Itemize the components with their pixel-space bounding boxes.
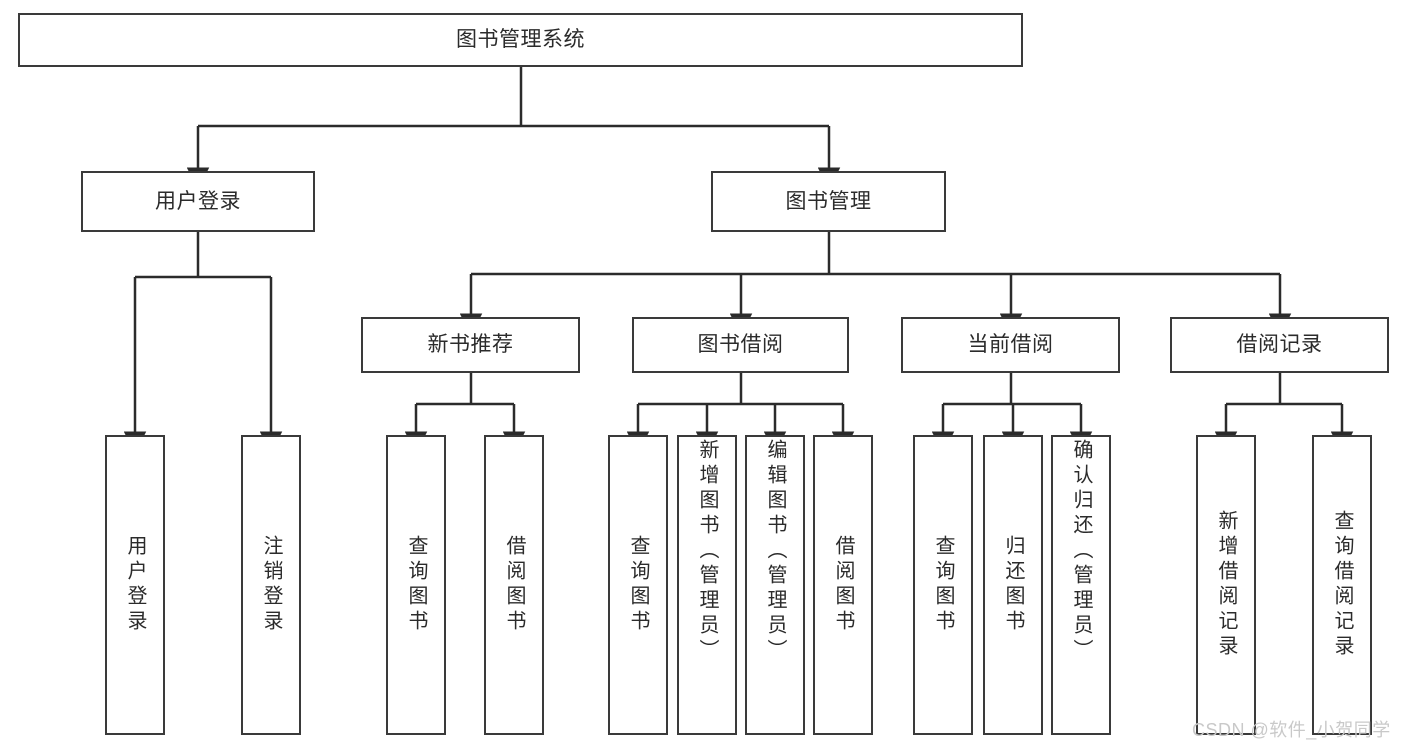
node-root[interactable]: 图书管理系统	[18, 13, 1023, 67]
node-label: 注销登录	[260, 535, 282, 635]
node-label: 查询借阅记录	[1331, 510, 1353, 660]
node-book-borrow[interactable]: 图书借阅	[632, 317, 849, 373]
node-label: 确认归还（管理员）	[1070, 439, 1092, 664]
node-label: 查询图书	[932, 535, 954, 635]
node-label: 编辑图书（管理员）	[764, 439, 786, 664]
node-leaf-add-record[interactable]: 新增借阅记录	[1196, 435, 1256, 735]
node-user-login[interactable]: 用户登录	[81, 171, 315, 232]
node-label: 图书管理系统	[456, 28, 585, 52]
node-label: 当前借阅	[967, 333, 1054, 357]
node-leaf-query-book-2[interactable]: 查询图书	[608, 435, 668, 735]
node-label: 用户登录	[124, 535, 146, 635]
node-label: 借阅图书	[832, 535, 854, 635]
node-leaf-user-login[interactable]: 用户登录	[105, 435, 165, 735]
node-leaf-query-book-1[interactable]: 查询图书	[386, 435, 446, 735]
node-label: 归还图书	[1002, 535, 1024, 635]
node-label: 新书推荐	[427, 333, 514, 357]
node-label: 借阅图书	[503, 535, 525, 635]
node-borrow-record[interactable]: 借阅记录	[1170, 317, 1389, 373]
node-leaf-borrow-book-1[interactable]: 借阅图书	[484, 435, 544, 735]
node-leaf-return-book[interactable]: 归还图书	[983, 435, 1043, 735]
node-leaf-add-book[interactable]: 新增图书（管理员）	[677, 435, 737, 735]
node-label: 借阅记录	[1236, 333, 1323, 357]
node-book-manage[interactable]: 图书管理	[711, 171, 946, 232]
node-label: 新增图书（管理员）	[696, 439, 718, 664]
node-current-borrow[interactable]: 当前借阅	[901, 317, 1120, 373]
node-label: 新增借阅记录	[1215, 510, 1237, 660]
node-leaf-borrow-book-2[interactable]: 借阅图书	[813, 435, 873, 735]
node-label: 查询图书	[405, 535, 427, 635]
node-label: 图书管理	[785, 189, 872, 213]
node-leaf-query-record[interactable]: 查询借阅记录	[1312, 435, 1372, 735]
node-leaf-query-book-3[interactable]: 查询图书	[913, 435, 973, 735]
csdn-watermark: CSDN @软件_小贺同学	[1192, 720, 1391, 740]
node-leaf-logout[interactable]: 注销登录	[241, 435, 301, 735]
node-leaf-confirm-return[interactable]: 确认归还（管理员）	[1051, 435, 1111, 735]
node-label: 查询图书	[627, 535, 649, 635]
node-new-book-rec[interactable]: 新书推荐	[361, 317, 580, 373]
node-leaf-edit-book[interactable]: 编辑图书（管理员）	[745, 435, 805, 735]
node-label: 图书借阅	[697, 333, 784, 357]
node-label: 用户登录	[155, 189, 241, 213]
